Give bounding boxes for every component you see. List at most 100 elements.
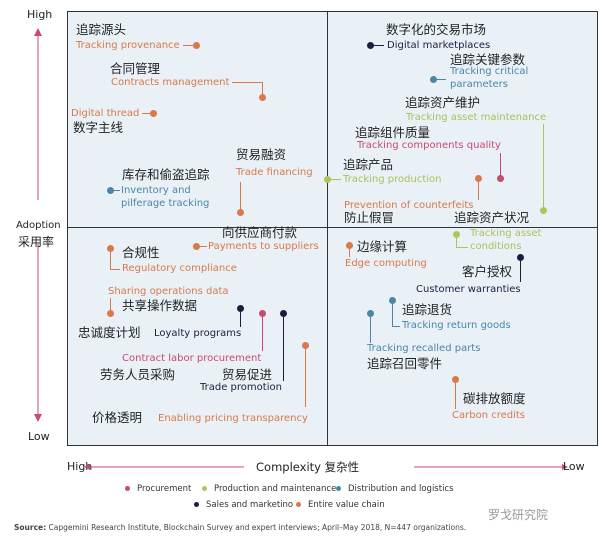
leader-line [198,246,207,247]
y-axis-high: High [27,8,53,21]
x-axis-high: High [67,460,93,473]
y-axis-label-en: Adoption [16,220,61,231]
item-en: Customer warranties [416,284,521,295]
item-en: Tracking asset [470,228,542,239]
source-label: Source: [14,523,47,532]
item-en: Contract labor procurement [122,353,262,364]
item-cn: 边缘计算 [357,239,408,254]
leader-line [456,234,457,247]
item-dot [429,75,437,83]
item-en-2: parameters [450,79,509,90]
x-axis-low: Low [563,460,585,473]
item-dot [192,41,200,49]
item-cn: 追踪组件质量 [355,125,431,140]
item-cn: 追踪退货 [402,302,453,317]
legend-dot [125,486,130,491]
item-dot [149,109,157,117]
legend-dot [336,486,341,491]
legend-dot [194,502,199,507]
leader-line [434,79,446,80]
item-en: Contracts management [111,77,230,88]
item-en-2: pilferage tracking [121,198,210,209]
item-cn: 数字化的交易市场 [386,22,487,37]
leader-line [349,245,350,257]
leader-line [262,82,263,97]
leader-line [240,308,241,327]
item-en: Trade promotion [200,382,282,393]
item-cn: 追踪关键参数 [450,52,526,67]
item-cn: 碳排放额度 [463,391,526,406]
leader-line [392,326,400,327]
leader-line [392,300,393,326]
source-note: Source: Capgemini Research Institute, Bl… [14,523,466,532]
item-cn: 贸易促进 [222,367,273,382]
source-text: Capgemini Research Institute, Blockchain… [46,523,467,532]
leader-line [110,269,120,270]
item-dot [106,309,114,317]
legend-entire: Entire value chain [296,500,385,510]
leader-line [262,313,263,351]
item-en: Tracking asset maintenance [406,112,547,123]
item-en: Inventory and [121,185,191,196]
legend-label: Production and maintenance [214,484,337,494]
legend-distribution: Distribution and logistics [336,484,454,494]
item-cn: 共享操作数据 [122,298,198,313]
item-cn: 向供应商付款 [222,225,298,240]
leader-line [520,257,521,282]
item-en: Regulatory compliance [122,263,237,274]
item-en: Prevention of counterfeits [344,200,474,211]
item-cn: 追踪资产状况 [454,210,530,225]
item-dot [106,186,114,194]
item-en: Sharing operations data [108,286,229,297]
leader-line [283,313,284,381]
item-en: Digital marketplaces [387,40,491,51]
leader-line [305,345,306,407]
vertical-divider [327,11,328,446]
item-cn: 劳务人员采购 [100,367,176,382]
legend-label: Procurement [137,484,192,494]
item-cn: 客户授权 [462,264,513,279]
x-axis-label: Complexity 复杂性 [256,460,360,474]
item-dot [496,174,504,182]
item-cn: 数字主线 [73,120,124,135]
item-en: Tracking critical [450,66,529,77]
legend-sales: Sales and marketino [194,500,293,510]
item-en: Tracking provenance [76,40,180,51]
legend-procurement: Procurement [125,484,191,494]
leader-line [110,248,111,269]
item-en: Payments to suppliers [208,241,319,252]
leader-line [240,182,241,212]
item-cn: 合规性 [122,245,160,260]
leader-line [478,178,479,200]
leader-line [372,45,384,46]
item-cn: 忠诚度计划 [78,325,141,340]
quadrant-area [67,11,598,446]
item-en: Digital thread [71,108,140,119]
leader-line [110,298,111,313]
leader-line [329,179,341,180]
legend-label: Sales and marketino [206,500,294,510]
legend-label: Distribution and logistics [348,484,454,494]
item-cn: 追踪召回零件 [367,356,443,371]
item-en: Enabling pricing transparency [158,413,308,424]
legend-dot [296,502,301,507]
item-en: Trade financing [236,167,313,178]
item-cn: 追踪资产维护 [405,95,481,110]
y-axis-label-cn: 采用率 [18,235,55,249]
item-cn: 追踪源头 [76,22,127,37]
item-cn: 防止假冒 [344,210,395,225]
legend-label: Entire value chain [308,500,385,510]
item-dot [366,41,374,49]
item-en-2: conditions [470,241,522,252]
leader-line [232,82,262,83]
item-en: Tracking recalled parts [367,343,481,354]
item-dot [258,93,266,101]
legend-dot [202,486,207,491]
item-dot [539,206,547,214]
x-axis-arrow [84,464,568,470]
item-cn: 库存和偷盗追踪 [122,167,210,182]
leader-line [455,379,456,409]
legend-production: Production and maintenance [202,484,336,494]
item-en: Tracking return goods [402,320,511,331]
